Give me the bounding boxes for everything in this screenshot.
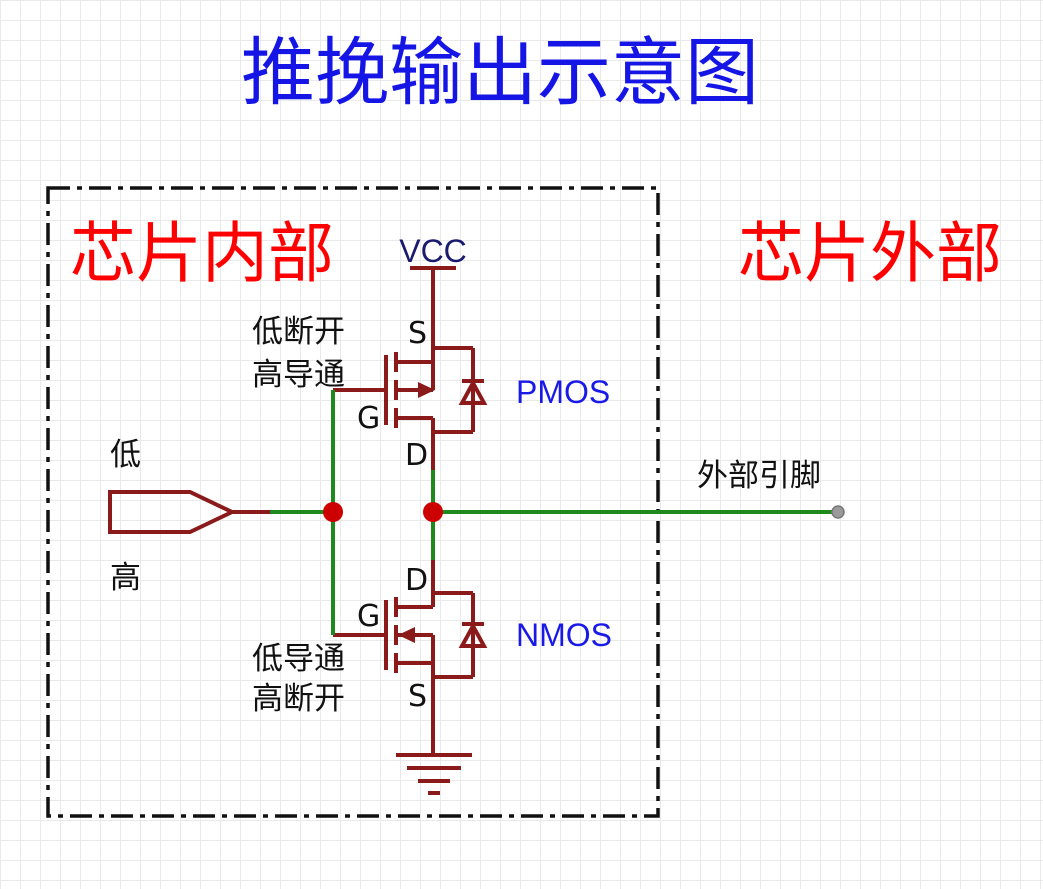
signal-wires xyxy=(270,390,838,635)
diagram-title: 推挽输出示意图 xyxy=(241,30,759,116)
gate-junction-dot xyxy=(323,502,343,522)
pmos-source-pin: S xyxy=(408,316,427,351)
external-pin-terminal[interactable] xyxy=(831,505,845,519)
pmos-device-label: PMOS xyxy=(516,374,610,410)
input-low-label: 低 xyxy=(110,437,141,473)
nmos-device-label: NMOS xyxy=(516,617,612,653)
nmos-body-diode xyxy=(458,621,488,648)
pmos-transistor xyxy=(384,346,484,470)
external-pin-label: 外部引脚 xyxy=(697,458,821,494)
vcc-symbol xyxy=(410,266,456,348)
pmos-drain-pin: D xyxy=(405,438,428,473)
pmos-channel-arrow xyxy=(418,382,435,398)
nmos-drain-pin: D xyxy=(405,563,428,598)
inside-chip-label: 芯片内部 xyxy=(70,215,334,292)
ground-symbol xyxy=(396,753,472,795)
input-high-label: 高 xyxy=(110,560,141,596)
pmos-gate-pin: G xyxy=(357,401,380,436)
pmos-note-line1: 低断开 xyxy=(252,314,345,350)
output-junction-dot xyxy=(423,502,443,522)
pmos-note-line2: 高导通 xyxy=(252,357,345,393)
nmos-transistor xyxy=(384,560,484,755)
nmos-channel-arrow xyxy=(398,627,415,643)
nmos-source-pin: S xyxy=(408,679,427,714)
outside-chip-label: 芯片外部 xyxy=(738,215,1002,292)
vcc-label: VCC xyxy=(399,233,467,269)
pmos-body-diode xyxy=(458,378,488,405)
nmos-gate-pin: G xyxy=(357,599,380,634)
nmos-note-line1: 低导通 xyxy=(252,641,345,677)
chip-boundary xyxy=(46,186,660,818)
input-signal-symbol xyxy=(108,490,237,534)
nmos-note-line2: 高断开 xyxy=(252,681,345,717)
